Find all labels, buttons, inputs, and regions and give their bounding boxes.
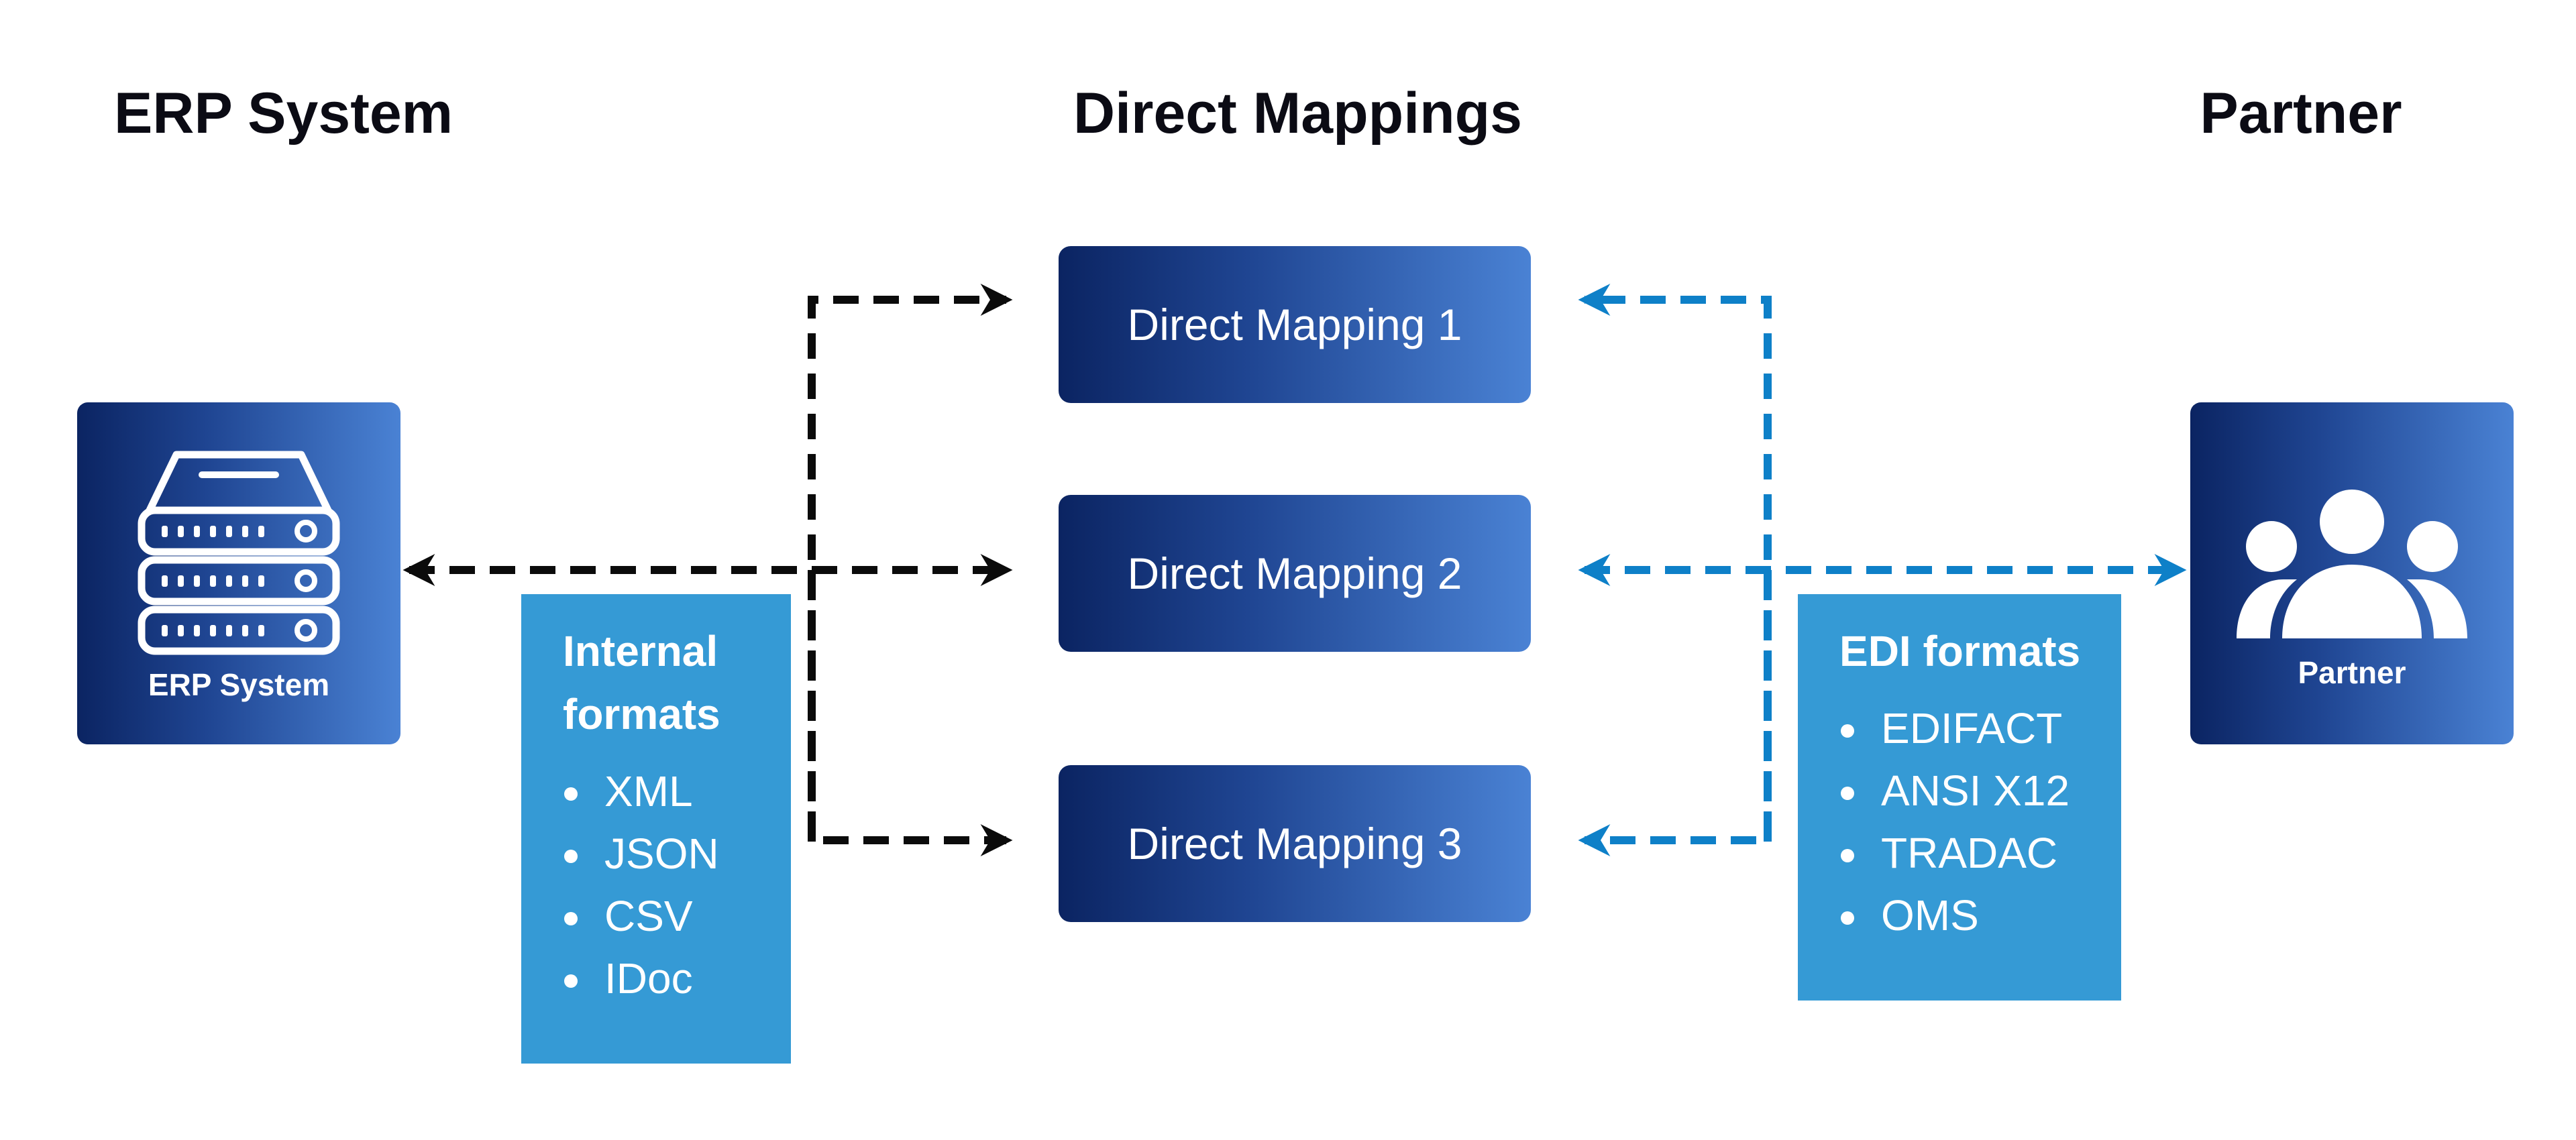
list-item: ANSI X12 — [1839, 760, 2121, 822]
erp-system-tile: ERP System — [77, 402, 400, 744]
erp-tile-label: ERP System — [148, 667, 330, 702]
partner-tile-label: Partner — [2298, 655, 2406, 690]
direct-mapping-3-box: Direct Mapping 3 — [1059, 765, 1531, 922]
branch-to-mapping-3-arrow — [808, 570, 1013, 856]
erp-system-heading: ERP System — [114, 81, 453, 146]
edi-formats-title: EDI formats — [1839, 627, 2081, 675]
list-item: JSON — [563, 823, 791, 885]
direct-mappings-heading: Direct Mappings — [1073, 81, 1522, 146]
partner-tile: Partner — [2190, 402, 2514, 744]
direct-mapping-2-box: Direct Mapping 2 — [1059, 495, 1531, 652]
internal-formats-title-line-2: formats — [563, 690, 720, 738]
list-item: XML — [563, 760, 791, 823]
list-item: IDoc — [563, 948, 791, 1010]
server-rack-icon — [138, 451, 340, 655]
internal-formats-box: Internal formats XML JSON CSV IDoc — [521, 594, 791, 1064]
list-item: TRADAC — [1839, 822, 2121, 885]
partner-heading: Partner — [2200, 81, 2402, 146]
list-item: OMS — [1839, 885, 2121, 947]
direct-mapping-2-label: Direct Mapping 2 — [1127, 549, 1462, 598]
edi-formats-list: EDIFACT ANSI X12 TRADAC OMS — [1839, 697, 2121, 947]
internal-formats-list: XML JSON CSV IDoc — [563, 760, 791, 1010]
edi-formats-box: EDI formats EDIFACT ANSI X12 TRADAC OMS — [1798, 594, 2121, 1001]
branch-to-mapping-3-blue-arrow — [1578, 570, 1772, 856]
direct-mapping-1-label: Direct Mapping 1 — [1127, 300, 1462, 349]
direct-mapping-3-label: Direct Mapping 3 — [1127, 819, 1462, 868]
list-item: EDIFACT — [1839, 697, 2121, 760]
direct-mapping-1-box: Direct Mapping 1 — [1059, 246, 1531, 403]
list-item: CSV — [563, 885, 791, 948]
internal-formats-title-line-1: Internal — [563, 627, 718, 675]
user-group-icon — [2237, 490, 2467, 638]
